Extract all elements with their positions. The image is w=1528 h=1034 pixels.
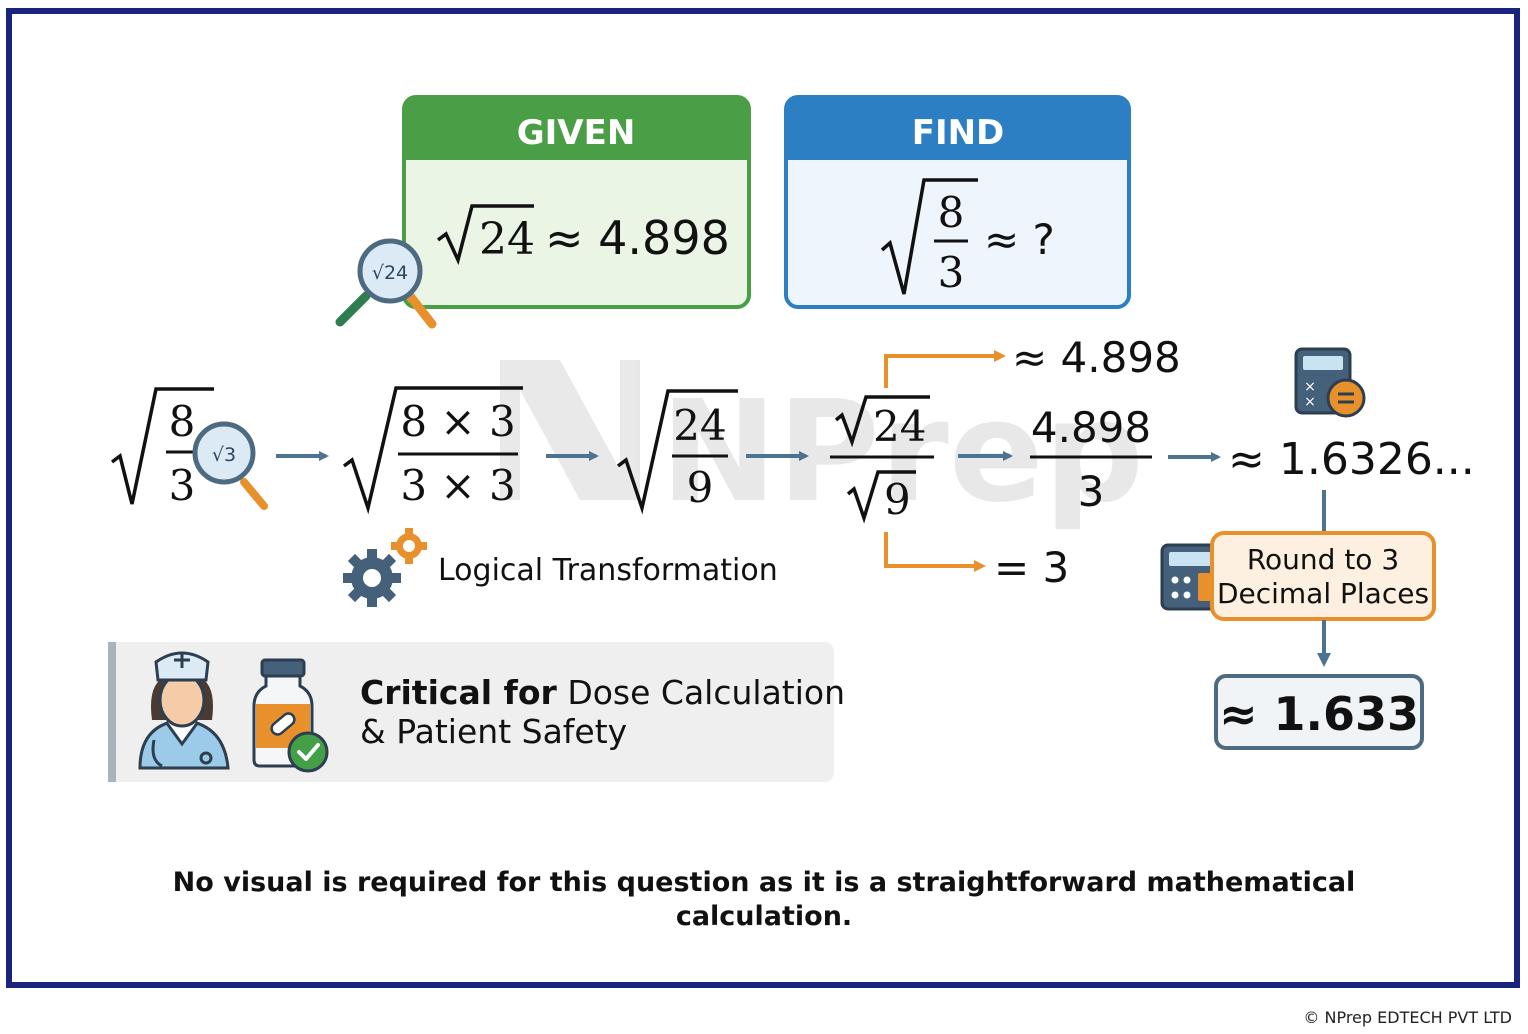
branch-bottom-arrow xyxy=(884,532,986,572)
round-line1: Round to 3 xyxy=(1247,543,1399,576)
note-bold: Critical for xyxy=(360,673,558,712)
note-line1: Critical for Dose Calculation xyxy=(360,673,845,712)
copyright-text: © NPrep EDTECH PVT LTD xyxy=(1303,1008,1512,1027)
step-2: 8 × 3 3 × 3 xyxy=(342,386,523,515)
svg-text:×: × xyxy=(1304,394,1316,410)
result-box: ≈ 1.633 xyxy=(1214,674,1424,750)
step1-radical-sign xyxy=(110,387,214,505)
svg-text:×: × xyxy=(1304,379,1316,395)
step2-denominator: 3 × 3 xyxy=(400,461,515,510)
step3-numerator: 24 xyxy=(673,401,726,450)
find-numerator: 8 xyxy=(938,188,965,237)
step1-numerator: 8 xyxy=(169,397,196,446)
find-denominator: 3 xyxy=(938,248,965,297)
footer-line2: calculation. xyxy=(676,901,852,932)
round-box: Round to 3 Decimal Places xyxy=(1210,531,1436,621)
magnifier-label: √24 xyxy=(372,262,408,284)
step4-numerator: 24 xyxy=(873,402,926,451)
small-magnifier-icon: √3 xyxy=(192,421,268,510)
given-radical-sign xyxy=(436,204,534,266)
step-5: 4.898 3 xyxy=(1030,403,1152,516)
calculator-small-icon xyxy=(1160,543,1220,611)
gears-icon xyxy=(343,528,427,607)
find-rhs: ≈ ? xyxy=(984,215,1055,264)
footer-line1: No visual is required for this question … xyxy=(173,867,1356,898)
transformation-label: Logical Transformation xyxy=(438,553,778,588)
note-line2: & Patient Safety xyxy=(360,712,627,751)
step4-num-radical xyxy=(834,395,930,448)
calculator-icon: × × xyxy=(1294,347,1366,418)
find-title: FIND xyxy=(912,113,1005,153)
small-magnifier-label: √3 xyxy=(212,444,236,466)
medicine-bottle-icon xyxy=(252,658,329,773)
outer-frame xyxy=(6,8,1520,988)
step6-value: ≈ 1.6326... xyxy=(1228,434,1475,485)
branch-top-value: ≈ 4.898 xyxy=(1012,333,1181,382)
branch-bottom-value: = 3 xyxy=(994,543,1069,592)
given-radicand: 24 xyxy=(479,214,535,265)
note-accent-bar xyxy=(108,642,116,782)
step2-radical-sign xyxy=(342,386,523,515)
find-radical-sign xyxy=(880,178,978,295)
nurse-icon xyxy=(138,651,230,770)
step4-den-radical xyxy=(846,470,916,524)
step2-numerator: 8 × 3 xyxy=(400,397,515,446)
step5-denominator: 3 xyxy=(1078,467,1105,516)
note-rest: Dose Calculation xyxy=(557,673,845,712)
given-value: ≈ 4.898 xyxy=(545,211,730,265)
result-value: ≈ 1.633 xyxy=(1219,687,1419,741)
given-box-header xyxy=(404,97,749,160)
step4-denominator: 9 xyxy=(884,475,911,524)
step-4: 24 9 xyxy=(830,395,934,524)
magnifier-icon: √24 xyxy=(335,238,437,329)
step3-radical-sign xyxy=(616,389,738,515)
step5-numerator: 4.898 xyxy=(1031,403,1151,452)
safety-note: Critical for Dose Calculation & Patient … xyxy=(108,642,845,782)
find-box: FIND 8 3 ≈ ? xyxy=(784,95,1131,309)
given-title: GIVEN xyxy=(517,113,636,153)
step3-denominator: 9 xyxy=(687,463,714,512)
find-box-header xyxy=(786,97,1129,160)
step-1: 8 3 √3 xyxy=(110,387,268,510)
step-3: 24 9 xyxy=(616,389,738,515)
branch-top-arrow xyxy=(884,350,1006,388)
round-line2: Decimal Places xyxy=(1217,577,1429,610)
step1-denominator: 3 xyxy=(169,461,196,510)
given-box: GIVEN 24 ≈ 4.898 xyxy=(402,95,751,309)
